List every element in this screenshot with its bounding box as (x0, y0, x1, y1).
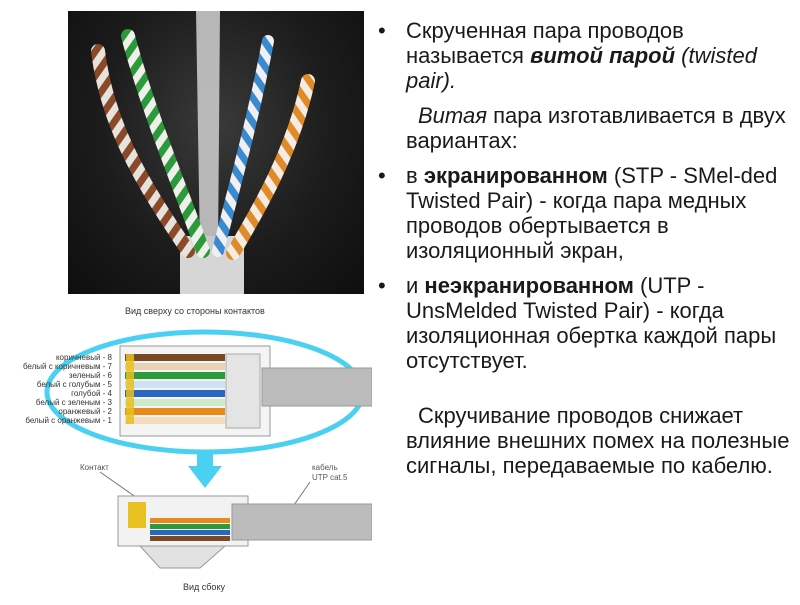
connector-latch (225, 353, 261, 429)
green-pair-wire (121, 29, 210, 258)
bullet-twisted-pair: • Скрученная пара проводов называется ви… (376, 18, 792, 93)
side-wire-orange (150, 518, 230, 523)
diagram-side-caption: Вид сбоку (183, 582, 225, 592)
wire-8 (125, 354, 225, 361)
wire-group (125, 354, 225, 424)
side-cable (231, 503, 373, 541)
bullet-symbol: • (378, 18, 386, 43)
slide-text: • Скрученная пара проводов называется ви… (376, 18, 792, 478)
cable-label-line1: кабель (312, 463, 338, 472)
b1-term: витой парой (530, 43, 676, 68)
paragraph-variants: Витая пара изготавливается в двух вариан… (376, 103, 792, 153)
b2-term: экранированном (423, 163, 608, 188)
wire-label-3: белый с зеленым - 3 (36, 398, 113, 407)
twisted-pair-illustration (91, 11, 315, 294)
wire-label-2: оранжевый - 2 (58, 407, 112, 416)
cable-label-line2: UTP cat.5 (312, 473, 348, 482)
contact-label: Контакт (80, 463, 109, 472)
bullet-symbol: • (378, 273, 386, 298)
closing-text: Скручивание проводов снижает влияние вне… (406, 403, 790, 478)
b2-rest: (STP - SMel-ded Twisted Pair) - когда па… (406, 163, 778, 263)
orange-pair-wire (226, 74, 315, 260)
side-latch (138, 545, 227, 569)
wire-1 (125, 417, 225, 424)
rj45-wiring-diagram: Вид сверху со стороны контактов коричнев… (0, 300, 373, 600)
b1-pre: Скрученная пара проводов называется (406, 18, 684, 68)
contact-pins (126, 354, 134, 424)
wire-4 (125, 390, 225, 397)
blue-pair-wire (212, 35, 274, 257)
wire-label-4: голубой - 4 (71, 389, 112, 398)
b3-rest: (UTP - UnsMelded Twisted Pair) - когда и… (406, 273, 777, 373)
down-arrow-shaft (197, 452, 213, 468)
side-wire-brown (150, 536, 230, 541)
wire-label-5: белый с голубым - 5 (37, 380, 113, 389)
contact-pins-strip (126, 354, 134, 424)
wire-2 (125, 408, 225, 415)
p1-rest: пара изготавливается в двух вариантах: (406, 103, 786, 153)
brown-pair-wire (91, 44, 195, 258)
side-view (117, 495, 373, 569)
b3-term: неэкранированном (424, 273, 634, 298)
b1-post: (twisted pair). (406, 43, 757, 93)
twisted-pair-photo (68, 11, 364, 294)
wire-7 (125, 363, 225, 370)
wire-6 (125, 372, 225, 379)
p1-term: Витая (418, 103, 487, 128)
side-contact (128, 502, 146, 528)
bullet-stp: • в экранированном (STP - SMel-ded Twist… (376, 163, 792, 263)
wire-5 (125, 381, 225, 388)
bullet-symbol: • (378, 163, 386, 188)
b3-pre: и (406, 273, 425, 298)
cable-body (261, 367, 373, 407)
wire-label-8: коричневый - 8 (56, 353, 113, 362)
separator-spine (196, 11, 220, 251)
down-arrow-icon (188, 466, 222, 488)
wire-label-1: белый с оранжевым - 1 (25, 416, 112, 425)
side-wire-green (150, 524, 230, 529)
wire-label-7: белый с коричневым - 7 (23, 362, 113, 371)
closing-paragraph: Скручивание проводов снижает влияние вне… (376, 403, 792, 478)
side-wire-blue (150, 530, 230, 535)
wire-label-6: зеленый - 6 (69, 371, 113, 380)
diagram-top-caption: Вид сверху со стороны контактов (125, 306, 265, 316)
contact-pointer-line (99, 471, 141, 501)
bullet-utp: • и неэкранированном (UTP - UnsMelded Tw… (376, 273, 792, 373)
b2-pre: в (406, 163, 424, 188)
wire-3 (125, 399, 225, 406)
